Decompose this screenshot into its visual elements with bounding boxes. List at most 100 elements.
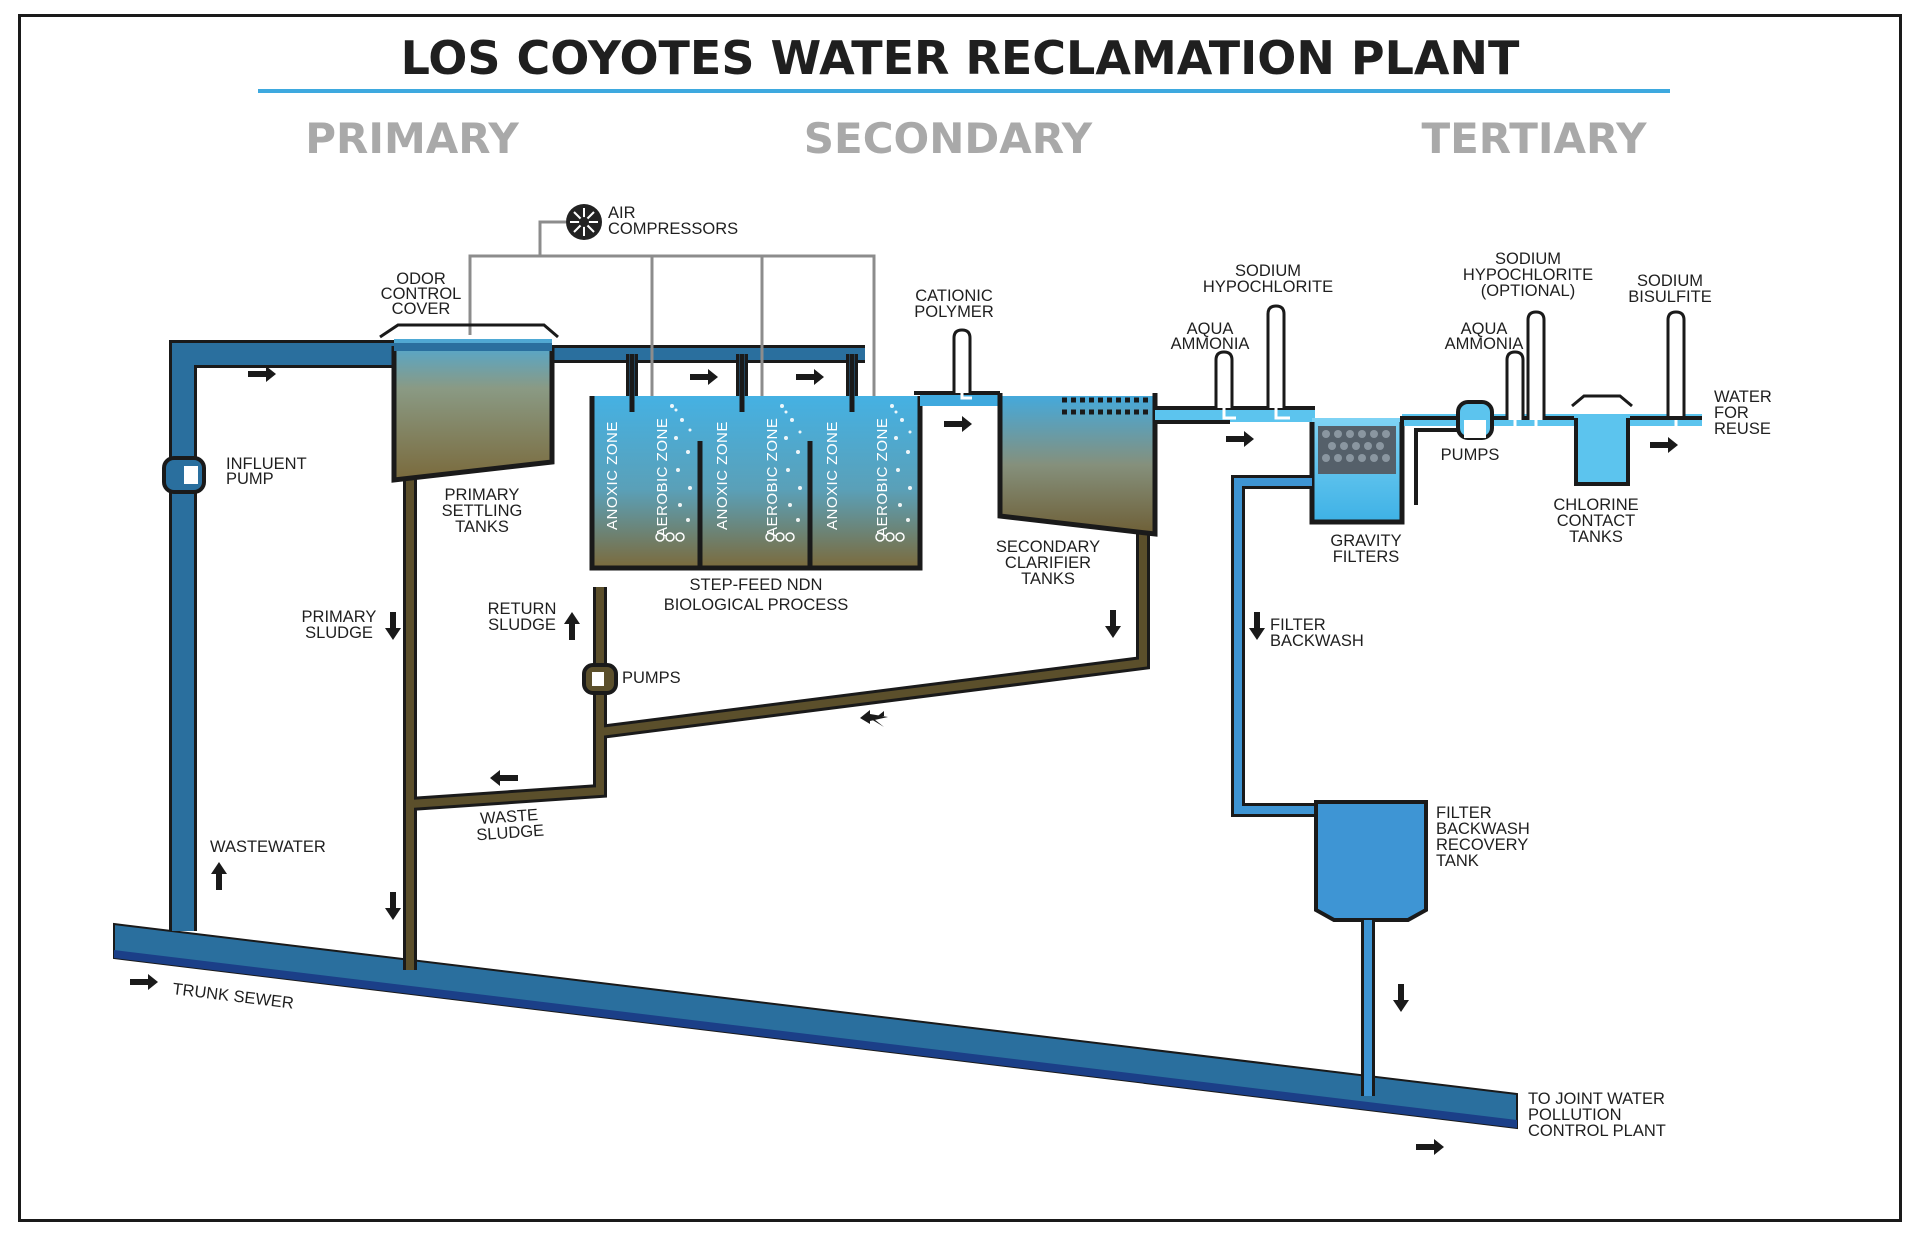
svg-text:POLYMER: POLYMER xyxy=(914,303,994,321)
tertiary-effluent-pipe xyxy=(1155,304,1315,424)
compressor-icon xyxy=(566,204,602,240)
svg-text:PRIMARY: PRIMARY xyxy=(445,486,520,504)
svg-text:STEP-FEED NDN: STEP-FEED NDN xyxy=(690,576,823,594)
svg-text:SODIUM: SODIUM xyxy=(1235,262,1301,280)
svg-text:RETURN: RETURN xyxy=(488,600,557,618)
sodium-hypochlorite-label: SODIUM HYPOCHLORITE xyxy=(1203,262,1333,296)
svg-text:SLUDGE: SLUDGE xyxy=(305,624,373,642)
to-joint-plant-label: TO JOINT WATER POLLUTION CONTROL PLANT xyxy=(1528,1090,1666,1140)
trunk-sewer-pipe xyxy=(113,922,1518,1130)
svg-text:CHLORINE: CHLORINE xyxy=(1553,496,1638,514)
chlorine-contact-tanks-label: CHLORINE CONTACT TANKS xyxy=(1553,496,1638,546)
primary-sludge-label: PRIMARY SLUDGE xyxy=(302,608,377,642)
svg-text:POLLUTION: POLLUTION xyxy=(1528,1106,1622,1124)
bubbles-icon xyxy=(670,404,912,522)
svg-text:HYPOCHLORITE: HYPOCHLORITE xyxy=(1203,278,1333,296)
gravity-filters-label: GRAVITY FILTERS xyxy=(1330,532,1401,566)
zone-anoxic-3: ANOXIC ZONE xyxy=(824,421,841,530)
stage-secondary: SECONDARY xyxy=(804,114,1093,163)
step-feed-label: STEP-FEED NDN BIOLOGICAL PROCESS xyxy=(664,576,849,614)
svg-text:SLUDGE: SLUDGE xyxy=(488,616,556,634)
gravity-filter xyxy=(1309,418,1405,525)
stage-tertiary: TERTIARY xyxy=(1421,114,1647,163)
filter-backwash-label: FILTER BACKWASH xyxy=(1270,616,1364,650)
waste-sludge-label: WASTE SLUDGE xyxy=(476,806,545,845)
backwash-recovery-tank xyxy=(1314,800,1428,1096)
svg-text:BIOLOGICAL PROCESS: BIOLOGICAL PROCESS xyxy=(664,596,849,614)
svg-text:FILTER: FILTER xyxy=(1436,804,1492,822)
svg-text:COMPRESSORS: COMPRESSORS xyxy=(608,220,738,238)
svg-text:INFLUENT: INFLUENT xyxy=(226,455,307,473)
stage-primary: PRIMARY xyxy=(305,114,519,163)
zone-anoxic-2: ANOXIC ZONE xyxy=(714,421,731,530)
svg-text:AQUA: AQUA xyxy=(1461,320,1508,338)
influent-pump-label: INFLUENT PUMP xyxy=(226,455,307,488)
svg-text:SODIUM: SODIUM xyxy=(1637,272,1703,290)
secondary-clarifier-tanks-label: SECONDARY CLARIFIER TANKS xyxy=(996,538,1100,588)
primary-settling-tank xyxy=(379,323,559,483)
water-for-reuse-label: WATER FOR REUSE xyxy=(1714,388,1772,438)
svg-text:CONTROL PLANT: CONTROL PLANT xyxy=(1528,1122,1666,1140)
polymer-feed xyxy=(914,328,1000,406)
pump-icon xyxy=(582,663,618,695)
air-compressors-label: AIR COMPRESSORS xyxy=(608,204,738,238)
svg-text:FILTERS: FILTERS xyxy=(1333,548,1400,566)
influent-pump-icon xyxy=(162,456,206,494)
odor-control-cover xyxy=(379,323,559,339)
filter-backwash-pipe xyxy=(1231,475,1320,817)
svg-text:TANKS: TANKS xyxy=(455,518,509,536)
svg-text:BACKWASH: BACKWASH xyxy=(1436,820,1530,838)
svg-text:TANKS: TANKS xyxy=(1569,528,1623,546)
svg-text:WASTE: WASTE xyxy=(480,806,539,828)
trunk-sewer-label: TRUNK SEWER xyxy=(172,980,295,1013)
zone-anoxic-1: ANOXIC ZONE xyxy=(604,421,621,530)
odor-control-cover-label: ODOR CONTROL COVER xyxy=(381,270,462,318)
svg-text:GRAVITY: GRAVITY xyxy=(1330,532,1401,550)
secondary-clarifier-tank xyxy=(997,393,1158,537)
svg-text:FOR: FOR xyxy=(1714,404,1749,422)
svg-text:SODIUM: SODIUM xyxy=(1495,250,1561,268)
primary-settling-tanks-label: PRIMARY SETTLING TANKS xyxy=(442,486,523,536)
sodium-bisulfite-label: SODIUM BISULFITE xyxy=(1628,272,1711,306)
svg-text:SLUDGE: SLUDGE xyxy=(476,822,545,845)
return-sludge-label: RETURN SLUDGE xyxy=(488,600,557,634)
svg-text:HYPOCHLORITE: HYPOCHLORITE xyxy=(1463,266,1593,284)
svg-text:SETTLING: SETTLING xyxy=(442,502,523,520)
filter-backwash-recovery-tank-label: FILTER BACKWASH RECOVERY TANK xyxy=(1436,804,1530,870)
sodium-hypochlorite-optional-label: SODIUM HYPOCHLORITE (OPTIONAL) xyxy=(1463,250,1593,300)
arrow-icon xyxy=(130,366,1678,1155)
diagram-frame xyxy=(18,14,1902,1222)
biological-reactor: ANOXIC ZONE AEROBIC ZONE ANOXIC ZONE AER… xyxy=(589,354,923,571)
svg-text:PRIMARY: PRIMARY xyxy=(302,608,377,626)
svg-text:BACKWASH: BACKWASH xyxy=(1270,632,1364,650)
title-rule xyxy=(258,89,1670,93)
svg-text:AMMONIA: AMMONIA xyxy=(1171,335,1250,353)
wastewater-label: WASTEWATER xyxy=(210,838,326,856)
diagram-title: LOS COYOTES WATER RECLAMATION PLANT xyxy=(401,31,1520,85)
svg-text:TANKS: TANKS xyxy=(1021,570,1075,588)
chlorine-contact-tank xyxy=(1571,394,1633,486)
svg-text:COVER: COVER xyxy=(392,300,451,318)
svg-text:AMMONIA: AMMONIA xyxy=(1445,335,1524,353)
zone-aerobic-3: AEROBIC ZONE xyxy=(874,418,891,537)
aqua-ammonia-label-1: AQUA AMMONIA xyxy=(1171,320,1250,353)
svg-text:(OPTIONAL): (OPTIONAL) xyxy=(1481,282,1575,300)
svg-text:AIR: AIR xyxy=(608,204,636,222)
svg-text:PUMP: PUMP xyxy=(226,470,274,488)
svg-text:CONTACT: CONTACT xyxy=(1557,512,1636,530)
svg-text:SECONDARY: SECONDARY xyxy=(996,538,1100,556)
svg-text:CLARIFIER: CLARIFIER xyxy=(1005,554,1091,572)
zone-aerobic-2: AEROBIC ZONE xyxy=(764,418,781,537)
zone-aerobic-1: AEROBIC ZONE xyxy=(654,418,671,537)
svg-text:AQUA: AQUA xyxy=(1187,320,1234,338)
sludge-pipes xyxy=(403,473,1150,970)
svg-text:FILTER: FILTER xyxy=(1270,616,1326,634)
pumps-tertiary-label: PUMPS xyxy=(1441,446,1500,464)
svg-text:REUSE: REUSE xyxy=(1714,420,1771,438)
aqua-ammonia-label-2: AQUA AMMONIA xyxy=(1445,320,1524,353)
svg-text:WATER: WATER xyxy=(1714,388,1772,406)
svg-text:RECOVERY: RECOVERY xyxy=(1436,836,1528,854)
svg-text:BISULFITE: BISULFITE xyxy=(1628,288,1711,306)
svg-text:TO JOINT WATER: TO JOINT WATER xyxy=(1528,1090,1665,1108)
